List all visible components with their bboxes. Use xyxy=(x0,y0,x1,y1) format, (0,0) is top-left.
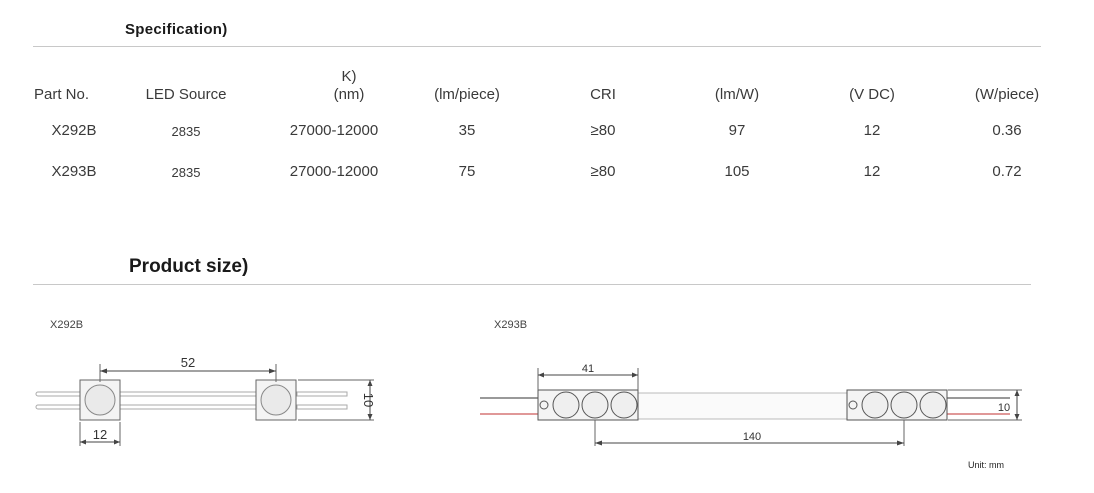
x292b-drawing xyxy=(35,364,374,446)
header-part-no: Part No. xyxy=(34,86,90,103)
header-cct: K) (nm) xyxy=(334,68,365,104)
size-divider xyxy=(33,284,1031,285)
x292b-dim-height: 10 xyxy=(361,393,376,407)
row2-voltage: 12 xyxy=(863,163,881,180)
x293b-dim-pitch: 140 xyxy=(743,431,761,443)
x292b-label: X292B xyxy=(50,319,84,331)
header-efficacy: (lm/W) xyxy=(714,86,760,103)
x293b-label: X293B xyxy=(494,319,528,331)
row1-cri: ≥80 xyxy=(590,122,616,139)
row1-part-no: X292B xyxy=(51,122,97,139)
header-flux: (lm/piece) xyxy=(434,86,500,103)
header-cri: CRI xyxy=(590,86,616,103)
row2-part-no: X293B xyxy=(51,163,97,180)
x293b-drawing xyxy=(480,368,1022,446)
unit-note: Unit: mm xyxy=(968,460,1004,470)
row1-voltage: 12 xyxy=(863,122,881,139)
x293b-dim-length: 41 xyxy=(582,363,594,375)
row2-power: 0.72 xyxy=(992,163,1022,180)
product-size-title: Product size) xyxy=(129,256,249,277)
spec-title: Specification) xyxy=(125,21,228,38)
x292b-dim-width: 12 xyxy=(93,427,107,442)
header-cct-line1: K) xyxy=(341,68,357,85)
row2-cct: 27000-12000 xyxy=(289,163,379,180)
header-power: (W/piece) xyxy=(974,86,1040,103)
row1-cct: 27000-12000 xyxy=(289,122,379,139)
row2-cri: ≥80 xyxy=(590,163,616,180)
row2-efficacy: 105 xyxy=(724,163,750,180)
x293b-dim-height: 10 xyxy=(998,402,1010,414)
row1-efficacy: 97 xyxy=(728,122,746,139)
row2-flux: 75 xyxy=(458,163,476,180)
x292b-dim-pitch: 52 xyxy=(181,355,195,370)
row1-power: 0.36 xyxy=(992,122,1022,139)
row1-flux: 35 xyxy=(458,122,476,139)
row1-led-source: 2835 xyxy=(171,124,201,139)
spec-divider xyxy=(33,46,1041,47)
row2-led-source: 2835 xyxy=(171,165,201,180)
header-led-source: LED Source xyxy=(145,86,227,103)
header-cct-line2: (nm) xyxy=(333,86,365,103)
header-voltage: (V DC) xyxy=(849,86,895,103)
